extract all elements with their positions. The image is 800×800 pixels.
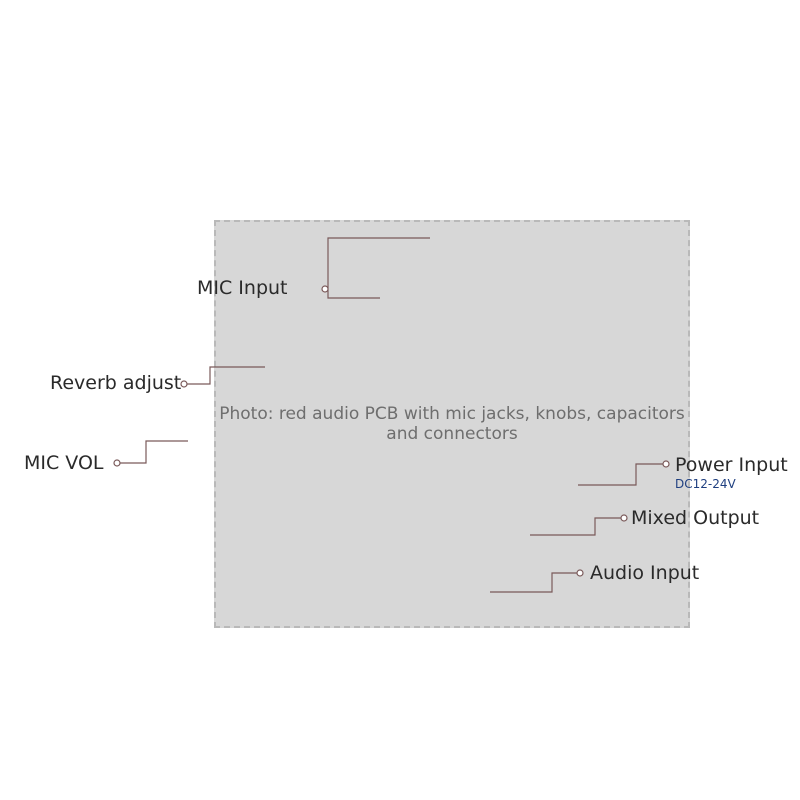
power-input-label: Power Input <box>675 454 788 476</box>
power-input-spec: DC12-24V <box>675 477 736 491</box>
mixed-output-label: Mixed Output <box>631 507 760 529</box>
mic-input-label: MIC Input <box>197 277 288 299</box>
photo-placeholder-caption: Photo: red audio PCB with mic jacks, kno… <box>219 404 685 444</box>
mixed-output-dot <box>620 514 628 522</box>
power-input-leader <box>578 463 664 486</box>
power-input-dot <box>662 460 670 468</box>
audio-input-label: Audio Input <box>590 562 700 584</box>
audio-input-leader <box>490 572 578 593</box>
mic-input-dot <box>321 285 329 293</box>
reverb-adjust-leader <box>184 366 265 385</box>
reverb-adjust-label: Reverb adjust <box>50 372 182 394</box>
mixed-output-leader <box>530 517 622 536</box>
reverb-adjust-dot <box>180 380 188 388</box>
audio-input-dot <box>576 569 584 577</box>
mic-input-leader <box>325 237 430 299</box>
mic-vol-dot <box>113 459 121 467</box>
mic-vol-leader <box>119 440 188 464</box>
product-photo-placeholder: Photo: red audio PCB with mic jacks, kno… <box>214 220 690 628</box>
mic-vol-label: MIC VOL <box>24 452 104 474</box>
